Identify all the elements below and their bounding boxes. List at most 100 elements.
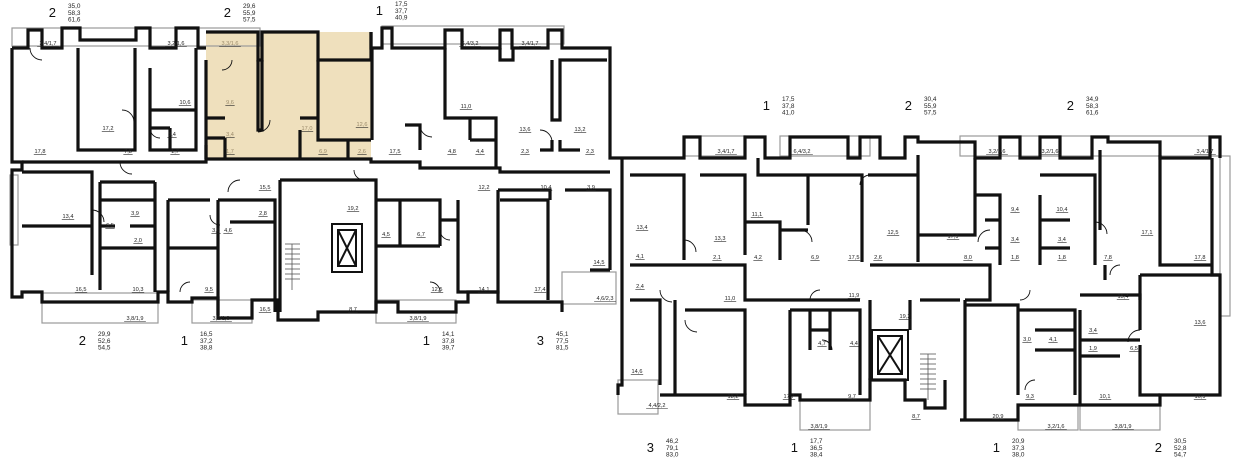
room-area-label: 17,5 [849,255,860,261]
room-area-label: 1,8 [1011,255,1019,261]
room-area-label: 3,0 [1023,337,1031,343]
room-area-label: 8,7 [349,307,357,313]
apartment-area-value: 29,9 [98,331,111,338]
room-area-label: 4,4/2,2 [648,403,665,409]
room-area-label: 17,8 [35,149,46,155]
room-area-label: 17,0 [302,126,313,132]
apartment-area-value: 61,6 [1086,110,1099,117]
balconies [9,25,1231,431]
room-area-label: 9,6 [226,100,234,106]
selected-apartment-highlight[interactable] [206,32,371,159]
room-area-label: 11,9 [849,293,859,299]
apartment-rooms-count: 1 [376,3,383,18]
apartment-rooms-count: 1 [763,98,770,113]
room-area-label: 3,8/1,9 [1114,424,1131,430]
apartment-area-value: 57,5 [924,110,937,117]
room-area-label: 11,0 [725,296,735,302]
room-area-label: 10,3 [133,287,144,293]
room-area-label: 17,8 [1195,255,1206,261]
room-area-label: 4,5 [382,232,390,238]
room-area-label: 13,6 [520,127,531,133]
room-area-label: 4,1 [636,254,644,260]
elevator-right [871,329,909,381]
room-area-label: 3,2/1,6 [988,149,1005,155]
room-area-label: 6,5 [106,223,114,229]
apartment-area-value: 38,0 [1012,452,1025,459]
apartment-area-value: 77,5 [556,338,569,345]
apartment-area-value: 57,5 [243,17,256,24]
room-area-label: 6,9 [811,255,819,261]
room-area-label: 6,4/3,2 [461,41,478,47]
apartment-rooms-count: 2 [79,333,86,348]
room-area-label: 9,5 [205,287,213,293]
apartment-rooms-count: 2 [224,5,231,20]
room-area-label: 4,6 [224,228,232,234]
room-area-label: 13,3 [715,236,726,242]
room-area-label: 2,3 [521,149,529,155]
apartment-area-value: 37,8 [782,103,795,110]
room-area-label: 13,4 [63,214,74,220]
room-area-label: 3,4 [1058,237,1066,243]
room-area-label: 3,8/1,9 [126,316,143,322]
apartment-area-value: 55,9 [924,103,937,110]
apartment-area-value: 16,5 [200,331,213,338]
room-area-label: 3,2/1,6 [212,316,229,322]
apartment-area-value: 52,8 [1174,445,1187,452]
apartment-area-value: 58,3 [1086,103,1099,110]
room-area-label: 12,5 [432,287,443,293]
room-area-label: 3,4/1,7 [717,149,734,155]
room-area-label: 17,5 [390,149,401,155]
room-area-label: 9,7 [848,394,856,400]
room-area-label: 10,4 [541,185,552,191]
room-area-label: 2,8 [259,211,267,217]
room-area-label: 19,2 [348,206,359,212]
room-area-label: 3,9 [587,185,595,191]
room-area-label: 3,2/1,6 [1047,424,1064,430]
room-area-label: 11,1 [752,212,762,218]
walls-left-block [10,26,622,322]
room-area-label: 4,8 [448,149,456,155]
room-area-label: 14,6 [632,369,643,375]
apartment-area-value: 36,5 [810,445,823,452]
apartment-area-value: 30,4 [924,96,937,103]
room-area-label: 17,2 [103,126,114,132]
room-area-label: 6,7 [417,232,425,238]
apartment-area-value: 34,9 [1086,96,1099,103]
room-area-label: 8,7 [912,414,920,420]
room-area-label: 1,9 [1089,346,1097,352]
room-area-label: 3,4/1,7 [39,41,56,47]
apartment-area-value: 39,7 [442,345,455,352]
room-area-label: 10,1 [1100,394,1111,400]
apartment-area-value: 17,5 [395,1,408,8]
room-area-label: 2,0 [134,238,142,244]
apartment-area-value: 37,7 [395,8,408,15]
apartment-rooms-count: 1 [423,333,430,348]
doors-left [29,47,553,293]
apartment-area-value: 20,9 [1012,438,1025,445]
room-area-label: 3,2/1,6 [167,41,184,47]
room-area-label: 14,1 [479,287,490,293]
room-area-label: 12,5 [888,230,899,236]
apartment-rooms-count: 2 [1155,440,1162,455]
room-area-label: 2,4 [636,284,644,290]
apartment-area-value: 83,0 [666,452,679,459]
apartment-area-value: 37,2 [200,338,213,345]
doors-right [659,174,1141,391]
apartment-rooms-count: 3 [647,440,654,455]
room-area-label: 3,9 [131,211,139,217]
